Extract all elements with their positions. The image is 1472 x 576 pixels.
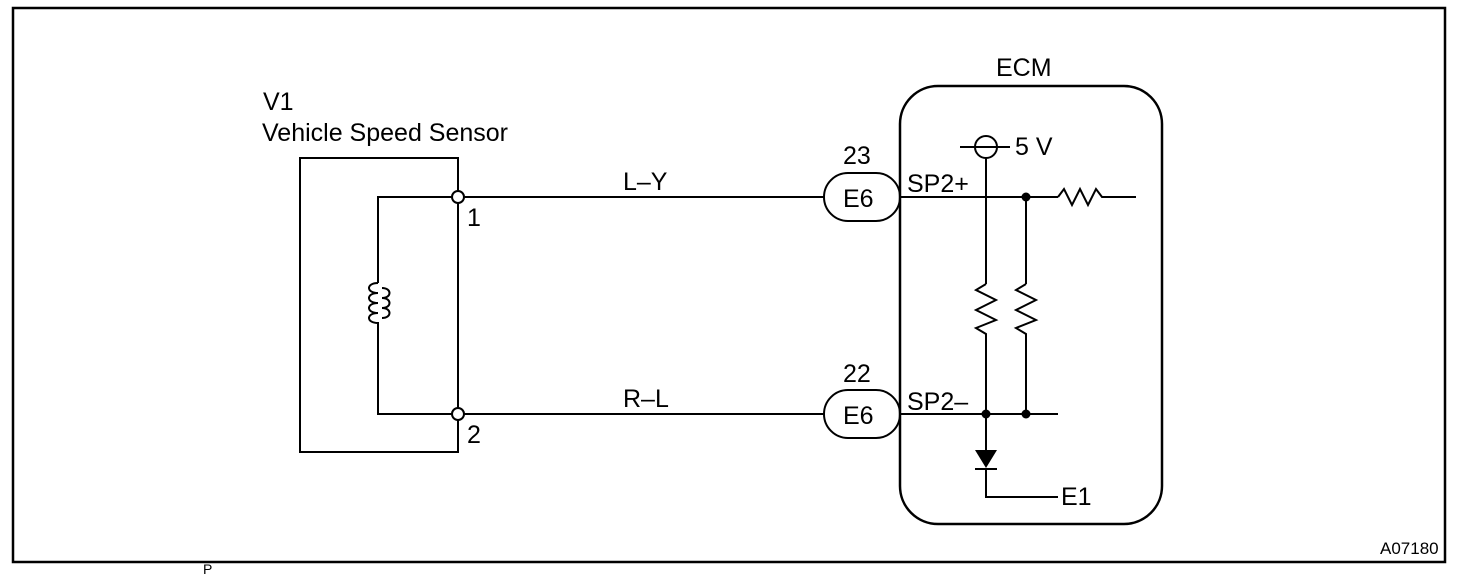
junction-minus-right bbox=[1021, 409, 1031, 419]
component-name: Vehicle Speed Sensor bbox=[262, 119, 508, 147]
sensor-box bbox=[299, 157, 459, 453]
pullup-resistor bbox=[973, 283, 999, 414]
series-resistor bbox=[1057, 186, 1136, 208]
coil-core bbox=[381, 287, 391, 319]
ground-wire bbox=[985, 469, 1058, 498]
ground-label: E1 bbox=[1061, 483, 1092, 511]
diagram-frame bbox=[11, 6, 1447, 564]
connector-e6-top-label: E6 bbox=[843, 185, 874, 213]
pin1-label: 1 bbox=[467, 204, 481, 232]
connector-pin-22: 22 bbox=[843, 360, 871, 388]
connector-pin-23: 23 bbox=[843, 142, 871, 170]
ecm-label: ECM bbox=[996, 54, 1052, 82]
pin1-terminal bbox=[451, 190, 465, 204]
signal-sp2-minus: SP2– bbox=[907, 388, 968, 416]
ecm-box bbox=[898, 84, 1164, 526]
wire-color-rl: R–L bbox=[623, 385, 669, 413]
pin2-terminal bbox=[451, 407, 465, 421]
connector-e6-bottom-label: E6 bbox=[843, 402, 874, 430]
wire-color-ly: L–Y bbox=[623, 168, 668, 196]
coil-icon bbox=[368, 282, 379, 330]
sensor-inner-wire-bottom bbox=[377, 330, 458, 415]
signal-sp2-plus: SP2+ bbox=[907, 170, 969, 198]
pin2-label: 2 bbox=[467, 421, 481, 449]
diode-icon bbox=[975, 450, 997, 468]
sensor-inner-wire bbox=[377, 196, 458, 283]
supply-voltage: 5 V bbox=[1015, 133, 1053, 161]
shunt-resistor bbox=[1013, 283, 1039, 414]
figure-id: A07180 bbox=[1380, 539, 1439, 558]
page-mark: P bbox=[203, 561, 212, 576]
component-id: V1 bbox=[263, 88, 294, 116]
